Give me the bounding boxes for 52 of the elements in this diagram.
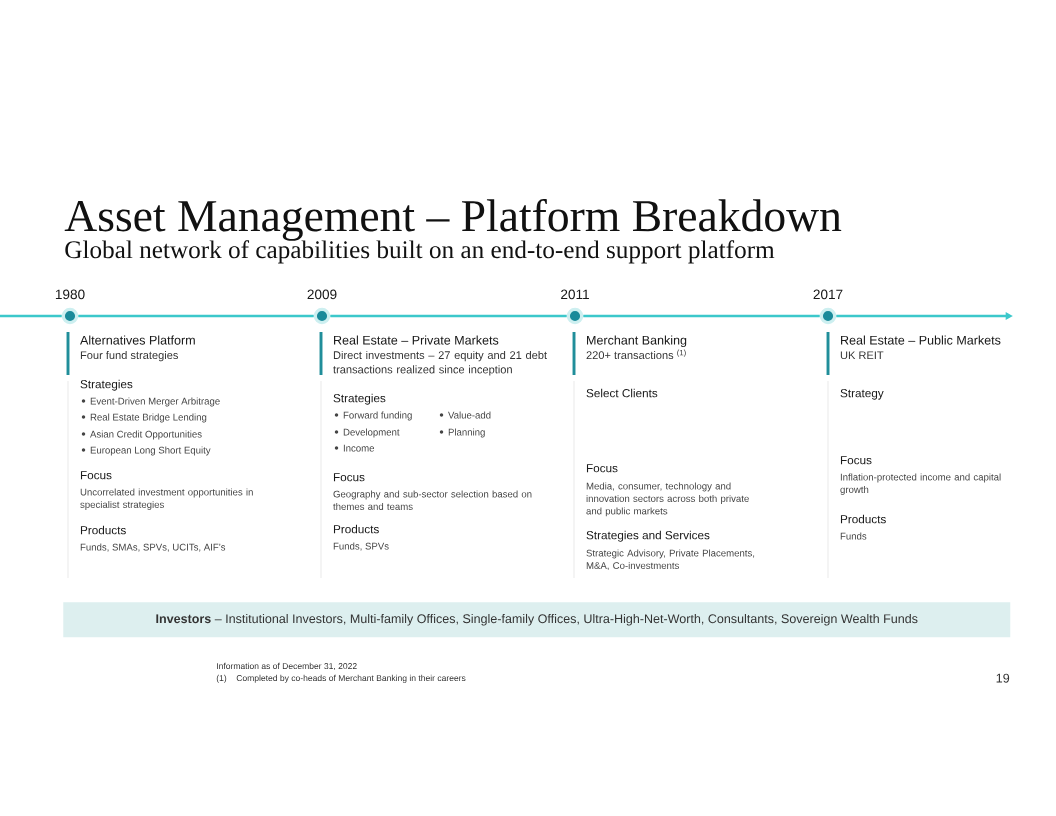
footnote: Completed by co-heads of Merchant Banking in their careers <box>236 674 466 683</box>
bullet-item: Planning <box>448 428 485 438</box>
body-text: Media, consumer, technology and innovation sectors across both private and public markets <box>586 482 749 517</box>
section-heading: Strategies and Services <box>586 530 710 542</box>
section-heading: Focus <box>840 456 872 465</box>
footnote: Information as of December 31, 2022 <box>217 662 357 671</box>
section-heading: Products <box>840 514 886 524</box>
subtitle: Global network of capabilities built on an end-to-end support platform <box>65 240 775 264</box>
body-text: Inflation-protected income and capital growth <box>840 473 1001 495</box>
year-label: 2017 <box>813 289 843 300</box>
body-text: Uncorrelated investment opportunities in specialist strategies <box>80 488 253 510</box>
bullet-item: Income <box>343 444 375 452</box>
body-text: Funds <box>840 532 867 540</box>
subheading: UK REIT <box>840 351 884 360</box>
timeline-line <box>330 314 567 318</box>
bullet-item: Event-Driven Merger Arbitrage <box>90 397 220 407</box>
page-number: 19 <box>996 673 1010 683</box>
section-heading: Strategies <box>333 393 386 405</box>
year-label: 2011 <box>561 289 589 300</box>
bullet-item: Value-add <box>448 411 491 419</box>
section-heading: Strategy <box>840 389 884 400</box>
timeline-line <box>0 314 62 318</box>
footnote-mark: (1) <box>216 674 227 683</box>
year-label: 2009 <box>307 289 337 300</box>
section-heading: Focus <box>80 471 112 480</box>
section-heading: Products <box>333 524 379 534</box>
timeline-line <box>583 314 820 318</box>
column-heading: Real Estate – Private Markets <box>334 335 499 345</box>
body-text: Geography and sub-sector selection based on themes and teams <box>333 490 532 510</box>
bullet-item: Forward funding <box>343 411 412 421</box>
column-heading: Alternatives Platform <box>80 335 195 345</box>
section-heading: Strategies <box>80 379 133 391</box>
subheading: 220+ transactions $^{(1)}$ <box>586 349 686 360</box>
title: Asset Management – Platform Breakdown <box>64 198 842 241</box>
bullet-item: Asian Credit Opportunities <box>90 430 202 440</box>
bullet-item: Real Estate Bridge Lending <box>90 413 207 423</box>
subheading: Four fund strategies <box>80 350 178 362</box>
body-text: Strategic Advisory, Private Placements, M&A, Co-investments <box>586 549 755 571</box>
timeline-line <box>78 314 314 318</box>
section-heading: Select Clients <box>586 388 658 398</box>
section-heading: Focus <box>586 464 618 473</box>
body-text: Funds, SMAs, SPVs, UCITs, AIF’s <box>80 543 226 552</box>
body-text: Funds, SPVs <box>333 542 389 551</box>
column-heading: Real Estate – Public Markets <box>841 335 1001 345</box>
subheading: Direct investments – 27 equity and 21 debt transactions realized since inception <box>333 350 547 376</box>
year-label: 1980 <box>55 289 85 300</box>
section-heading: Products <box>80 525 126 535</box>
column-heading: Merchant Banking <box>587 335 687 348</box>
bullet-item: Development <box>343 428 400 438</box>
bullet-item: European Long Short Equity <box>90 446 211 456</box>
section-heading: Focus <box>333 473 365 482</box>
investors-band: Investors – Institutional Investors, Multi-family Offices, Single-family Offices, Ultra-High-Net-Worth, Consultants, Sovereign Wealth Funds <box>63 602 1011 638</box>
